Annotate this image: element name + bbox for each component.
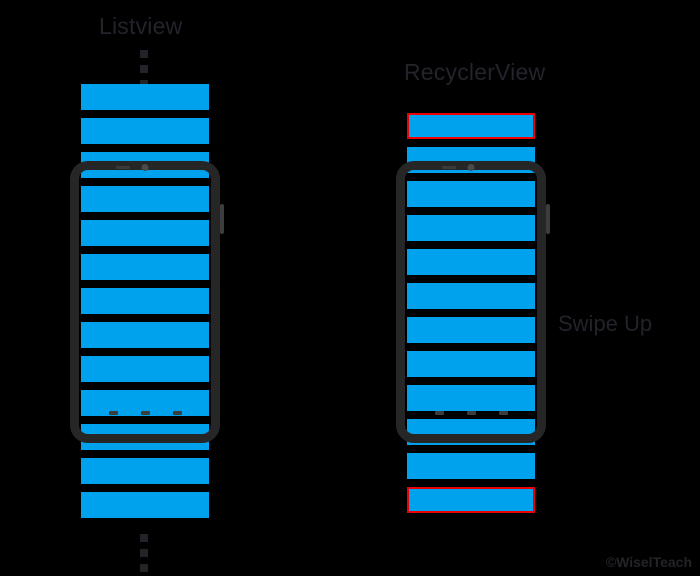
list-item xyxy=(81,288,209,314)
phone-side-button-icon xyxy=(220,204,224,234)
swipe-up-label: Swipe Up xyxy=(558,311,653,336)
list-item-recycled xyxy=(407,487,535,513)
list-item xyxy=(81,186,209,212)
list-item xyxy=(81,424,209,450)
watermark: ©WiselTeach xyxy=(605,554,692,570)
listview-bottom-ellipsis-icon xyxy=(140,534,148,572)
list-item xyxy=(81,356,209,382)
list-item xyxy=(407,453,535,479)
list-item xyxy=(407,317,535,343)
list-item xyxy=(81,322,209,348)
list-item xyxy=(407,351,535,377)
list-item xyxy=(81,118,209,144)
list-item xyxy=(81,152,209,178)
list-item xyxy=(407,283,535,309)
recyclerview-title: RecyclerView xyxy=(404,59,546,85)
list-item-recycled xyxy=(407,113,535,139)
list-item xyxy=(407,147,535,173)
list-item xyxy=(407,215,535,241)
ellipsis-dot xyxy=(140,564,148,572)
list-item xyxy=(81,254,209,280)
list-item xyxy=(407,385,535,411)
list-item xyxy=(81,390,209,416)
list-item xyxy=(81,220,209,246)
ellipsis-dot xyxy=(140,534,148,542)
ellipsis-dot xyxy=(140,549,148,557)
list-item xyxy=(81,458,209,484)
list-item xyxy=(407,419,535,445)
recyclerview-row-stack xyxy=(407,113,535,513)
listview-row-stack xyxy=(81,84,209,518)
list-item xyxy=(81,84,209,110)
phone-side-button-icon xyxy=(546,204,550,234)
list-item xyxy=(407,181,535,207)
ellipsis-dot xyxy=(140,65,148,73)
listview-title: Listview xyxy=(99,13,183,39)
ellipsis-dot xyxy=(140,50,148,58)
listview-top-ellipsis-icon xyxy=(140,50,148,88)
list-item xyxy=(81,492,209,518)
list-item xyxy=(407,249,535,275)
